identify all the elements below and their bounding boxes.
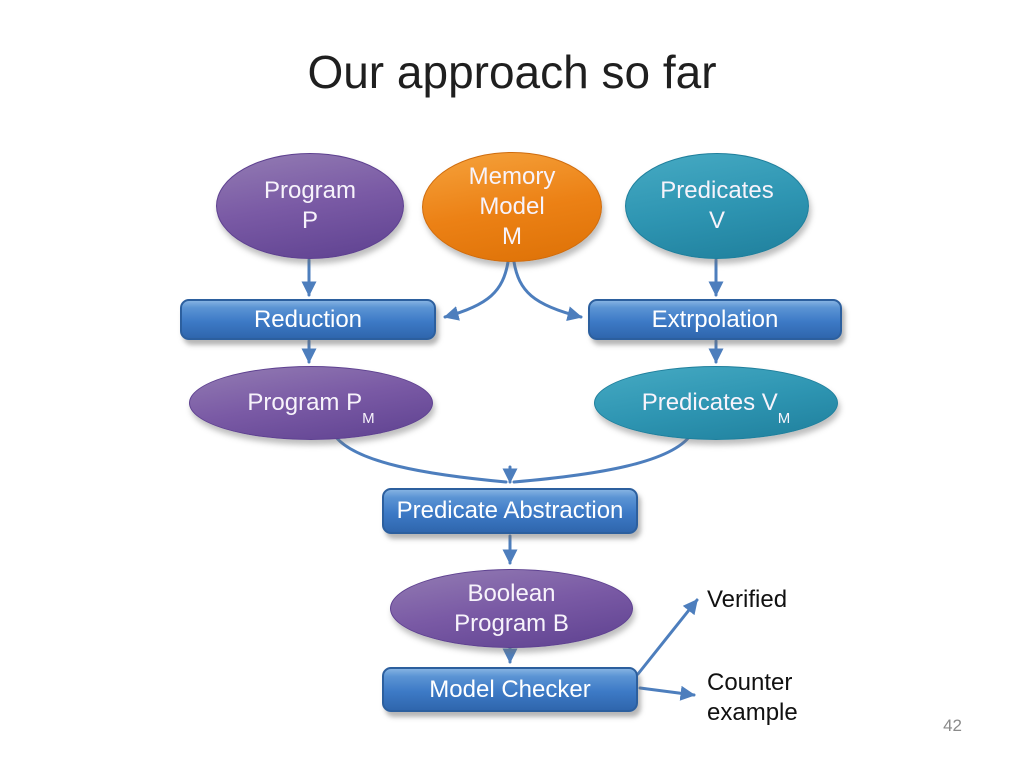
arrow-memorymodel-to-extrpolation	[512, 260, 583, 321]
node-label: Program B	[454, 609, 569, 637]
arrow-modelchecker-to-counterexample	[638, 685, 696, 701]
node-program-pm: Program P M	[189, 366, 433, 440]
node-label: Predicates	[660, 177, 774, 204]
node-memory-model-m: Memory Model M	[422, 152, 602, 262]
curve-predicatesvm-to-merge	[512, 431, 694, 484]
node-label: Program P M	[247, 388, 374, 426]
node-program-p: Program P	[216, 153, 404, 259]
node-predicates-vm: Predicates V M	[594, 366, 838, 440]
node-label: Memory	[468, 163, 556, 190]
node-boolean-program-b: Boolean Program B	[390, 569, 633, 648]
node-label: Boolean	[467, 579, 556, 607]
node-label-subscript: M	[777, 410, 791, 427]
label-verified: Verified	[707, 586, 788, 613]
node-label: Model	[479, 193, 545, 220]
arrow-modelchecker-to-verified	[636, 598, 699, 676]
arrow-memorymodel-to-reduction	[443, 260, 510, 321]
node-label: Predicate Abstraction	[396, 497, 624, 524]
node-label: M	[502, 223, 522, 250]
slide-title: Our approach so far	[307, 46, 717, 98]
node-label-subscript: M	[362, 410, 375, 427]
curve-programpm-to-merge	[331, 431, 508, 484]
label-counter-line2: example	[707, 699, 798, 726]
page-number: 42	[943, 716, 962, 735]
node-label: Model Checker	[429, 675, 591, 703]
node-model-checker: Model Checker	[382, 667, 638, 712]
node-extrpolation: Extrpolation	[588, 299, 842, 340]
label-counter-line1: Counter	[707, 669, 793, 696]
label-counter-example: Counter example	[707, 668, 798, 728]
node-label: P	[301, 207, 318, 234]
node-label-main: Predicates V	[641, 389, 778, 416]
node-label: Extrpolation	[651, 305, 779, 333]
node-label: Reduction	[253, 305, 363, 333]
node-label: Program	[263, 177, 357, 204]
node-label: V	[708, 207, 725, 234]
node-reduction: Reduction	[180, 299, 436, 340]
node-label: Predicates V M	[641, 388, 791, 426]
node-predicate-abstraction: Predicate Abstraction	[382, 488, 638, 534]
node-predicates-v: Predicates V	[625, 153, 809, 259]
node-label-main: Program P	[247, 389, 363, 416]
